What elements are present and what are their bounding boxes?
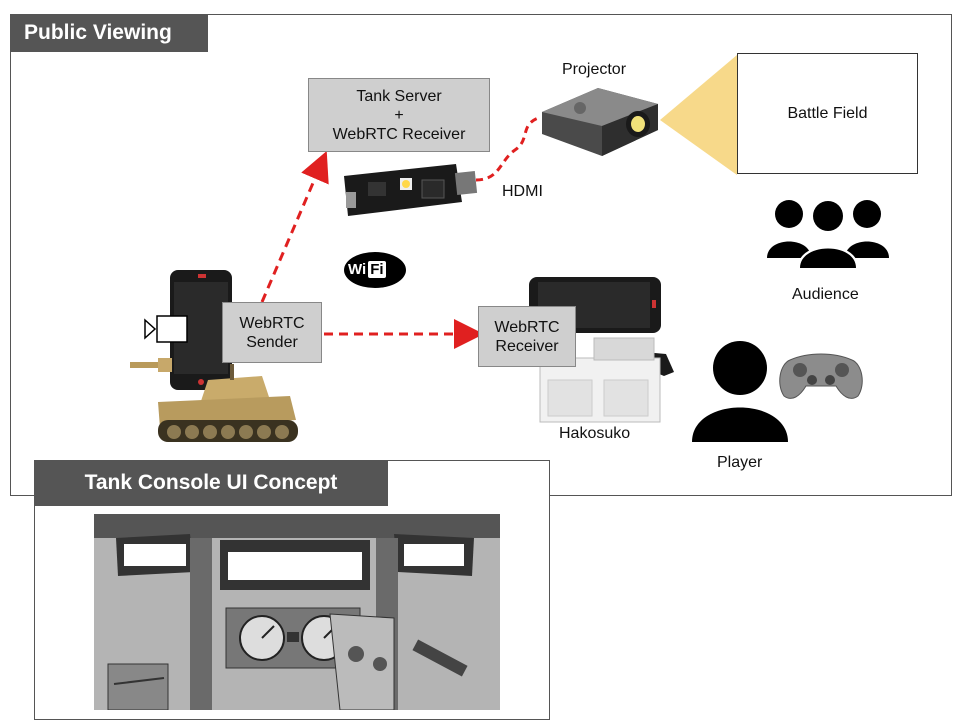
hakosuko-label: Hakosuko	[559, 425, 631, 442]
webrtc-receiver-line2: Receiver	[495, 337, 559, 355]
webrtc-receiver-line1: WebRTC	[494, 318, 560, 336]
battle-field-screen: Battle Field	[737, 53, 918, 174]
webrtc-sender-line2: Sender	[246, 333, 298, 351]
tank-server-box: Tank Server + WebRTC Receiver	[308, 78, 490, 152]
tank-image	[130, 358, 298, 442]
hakosuko-headset-image	[539, 337, 674, 423]
audience-icon	[767, 199, 889, 270]
game-controller-icon	[779, 353, 863, 399]
webrtc-sender-line1: WebRTC	[239, 314, 305, 332]
wifi-text-left: Wi	[348, 261, 367, 278]
battle-field-label: Battle Field	[787, 104, 868, 122]
sender-to-server-arrow	[260, 150, 329, 303]
webrtc-sender-box: WebRTC Sender	[222, 302, 322, 363]
tank-console-title: Tank Console UI Concept	[34, 460, 388, 506]
projector-image	[542, 88, 658, 156]
video-camera-icon	[144, 315, 188, 343]
wifi-logo: Wi Fi	[342, 250, 408, 290]
plus-label: +	[394, 106, 404, 124]
projector-label: Projector	[562, 61, 627, 78]
hdmi-label: HDMI	[502, 183, 543, 200]
webrtc-receiver-box: WebRTC Receiver	[478, 306, 576, 367]
player-icon	[692, 341, 788, 442]
tank-server-label: Tank Server	[356, 87, 442, 105]
hdmi-cable	[475, 116, 539, 182]
player-label: Player	[717, 454, 763, 471]
tank-console-sketch	[94, 514, 500, 710]
projector-beam	[660, 55, 737, 175]
sender-smartphone-image	[170, 270, 232, 390]
audience-label: Audience	[792, 286, 859, 303]
usb-stick-pc-image	[344, 164, 478, 216]
webrtc-receiver-server-label: WebRTC Receiver	[332, 125, 466, 143]
public-viewing-title: Public Viewing	[10, 14, 208, 52]
wifi-text-right: Fi	[368, 261, 386, 278]
